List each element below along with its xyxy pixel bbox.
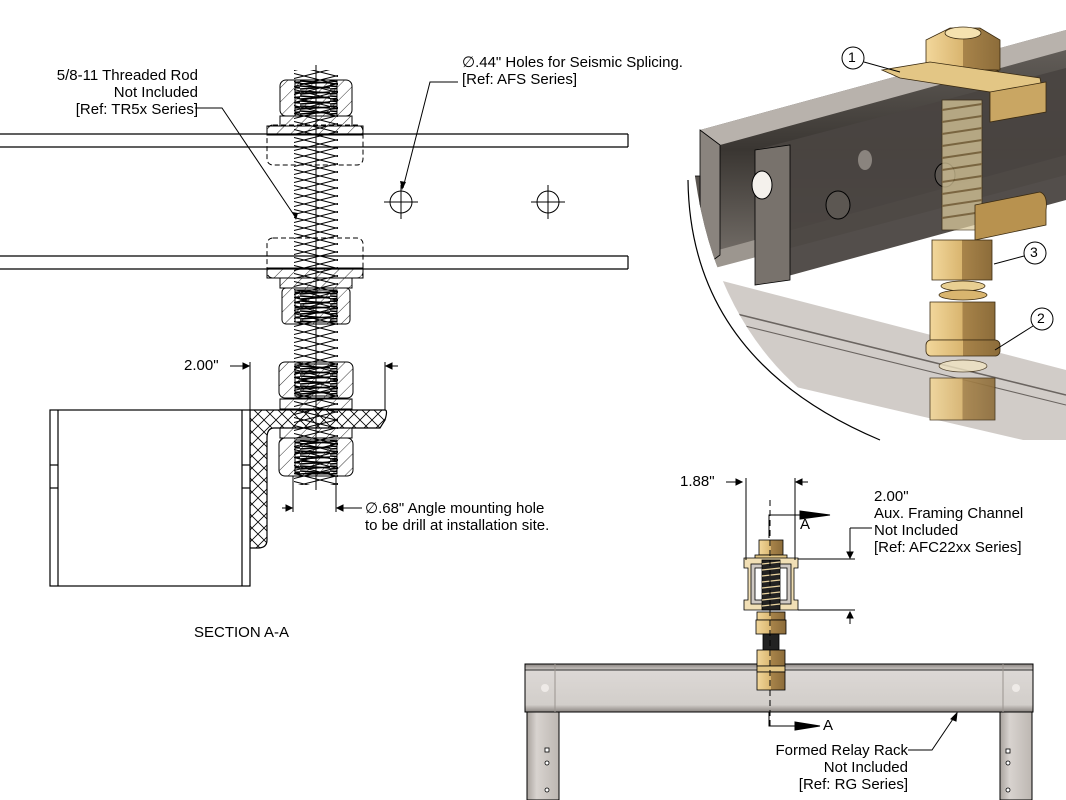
seismic-hole-2: [531, 185, 565, 219]
dimension-2in-front: [798, 527, 872, 624]
dimension-1-88: [726, 478, 808, 560]
balloon-3: [993, 241, 1047, 265]
rod-callout: 5/8-11 Threaded Rod Not Included [Ref: T…: [20, 67, 198, 118]
seismic-hole-1: [384, 185, 418, 219]
angle-hole-callout-line1: ∅.68" Angle mounting hole: [365, 500, 545, 517]
channel-callout-line3: Not Included: [874, 522, 959, 539]
channel-callout-line2: Aux. Framing Channel: [874, 505, 1024, 522]
dimension-2in-section: [230, 362, 398, 410]
rack-callout: Formed Relay Rack Not Included [Ref: RG …: [740, 742, 908, 793]
rack-callout-line1: Formed Relay Rack: [775, 742, 908, 759]
holes-callout-line2: [Ref: AFS Series]: [462, 71, 578, 88]
angle-top-nut: [278, 361, 354, 410]
balloon-1: [841, 46, 901, 73]
leader-lines: [195, 81, 458, 219]
angle-hole-callout: ∅.68" Angle mounting hole to be drill at…: [365, 500, 549, 534]
angle-bottom-nut: [278, 427, 354, 477]
angle-bracket: [249, 409, 388, 549]
hardware-stack-3d: [880, 26, 1047, 421]
section-marker-a-top: [768, 510, 831, 538]
channel-callout: 2.00" Aux. Framing Channel Not Included …: [874, 488, 1023, 556]
rod-callout-line1: 5/8-11 Threaded Rod: [56, 67, 198, 84]
dimension-2in-section-label: 2.00": [184, 357, 219, 374]
channel-callout-line4: [Ref: AFC22xx Series]: [874, 539, 1022, 556]
channel-lower-nut: [266, 267, 364, 325]
balloon-1-label: 1: [848, 49, 856, 65]
rod-callout-line2: Not Included: [113, 84, 198, 101]
top-nut: [266, 79, 364, 136]
section-marker-bottom-label: A: [823, 717, 834, 734]
balloon-3-label: 3: [1030, 244, 1038, 260]
dimension-1-88-label: 1.88": [680, 473, 715, 490]
rack-post-right: [999, 699, 1033, 800]
angle-hole-callout-line2: to be drill at installation site.: [365, 517, 550, 534]
section-marker-a-bottom: [768, 712, 821, 731]
rack-leader: [908, 711, 958, 751]
balloon-2: [994, 307, 1054, 351]
section-title: SECTION A-A: [194, 624, 290, 641]
rack-post-section: [49, 409, 251, 587]
channel-callout-line1: 2.00": [874, 488, 909, 505]
front-view: [524, 478, 1034, 800]
holes-callout: ∅.44" Holes for Seismic Splicing. [Ref: …: [462, 54, 683, 88]
rack-callout-line3: [Ref: RG Series]: [798, 776, 908, 793]
balloon-2-label: 2: [1037, 310, 1045, 326]
rack-post-left: [526, 699, 560, 800]
section-view: [0, 65, 629, 587]
rack-callout-line2: Not Included: [823, 759, 908, 776]
hardware-stack-front: [743, 539, 799, 691]
rack-mounting-holes: [544, 747, 1011, 793]
rod-callout-line3: [Ref: TR5x Series]: [75, 101, 198, 118]
detail-isometric-view: [687, 26, 1066, 441]
section-marker-top-label: A: [800, 516, 811, 533]
holes-callout-line1: ∅.44" Holes for Seismic Splicing.: [462, 54, 683, 71]
dimension-hole-68: [282, 476, 362, 512]
